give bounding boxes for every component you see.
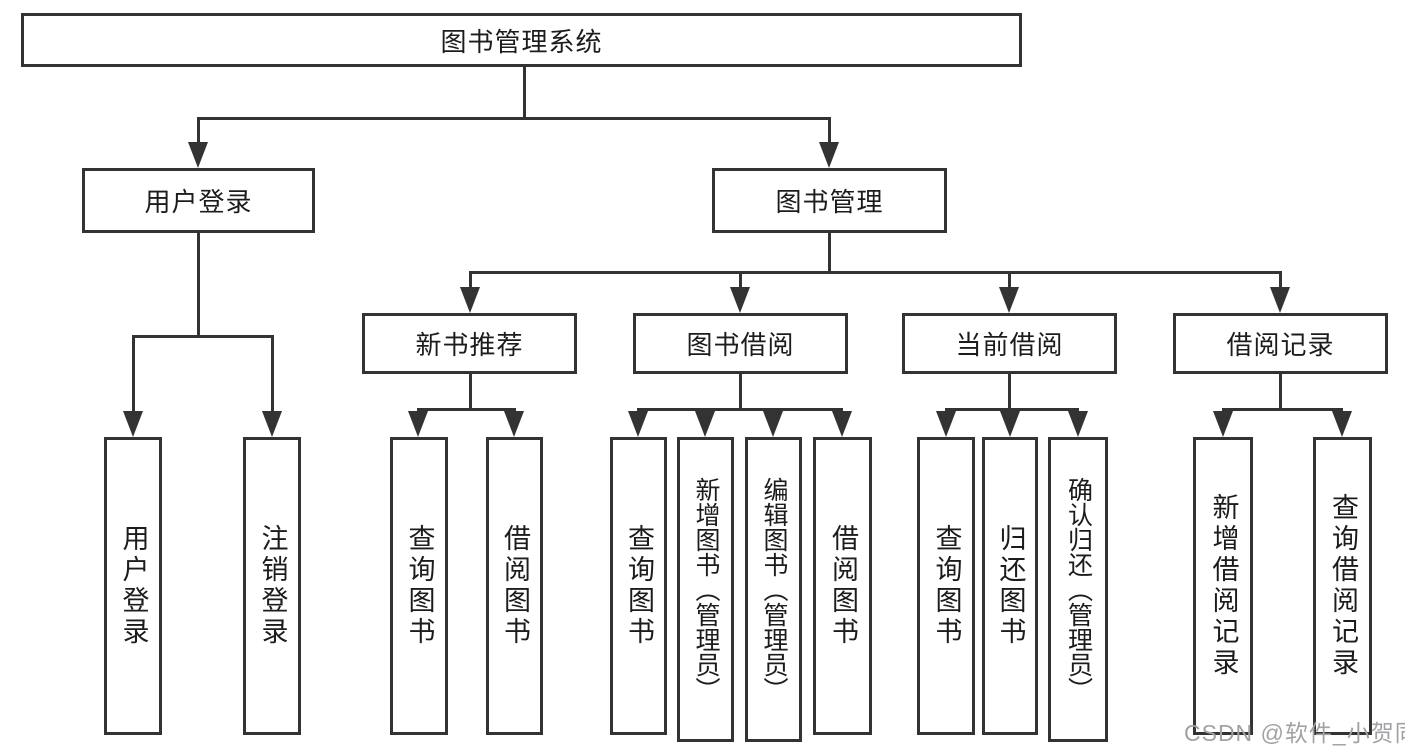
arrow-down-icon bbox=[730, 287, 750, 313]
arrow-down-icon bbox=[1213, 411, 1233, 437]
node-label: 查询图书 bbox=[624, 524, 654, 648]
node-label: 用户登录 bbox=[144, 187, 253, 217]
node-label: 新书推荐 bbox=[415, 330, 524, 360]
connector-line bbox=[1008, 271, 1011, 289]
arrow-down-icon bbox=[628, 411, 648, 437]
arrow-down-icon bbox=[936, 411, 956, 437]
node-label: 编辑图书（管理员） bbox=[760, 477, 788, 702]
arrow-down-icon bbox=[832, 411, 852, 437]
arrow-down-icon bbox=[1068, 411, 1088, 437]
node-label: 查询图书 bbox=[931, 524, 962, 648]
leaf-add-borrow-record: 新增借阅记录 bbox=[1193, 437, 1253, 735]
arrow-down-icon bbox=[460, 287, 480, 313]
leaf-edit-book-admin: 编辑图书（管理员） bbox=[745, 437, 802, 742]
connector-line bbox=[828, 233, 831, 274]
connector-line bbox=[417, 408, 516, 411]
arrow-down-icon bbox=[408, 411, 428, 437]
arrow-down-icon bbox=[1332, 411, 1352, 437]
arrow-down-icon bbox=[262, 411, 282, 437]
node-label: 借阅图书 bbox=[828, 524, 858, 648]
connector-line bbox=[1222, 408, 1343, 411]
arrow-down-icon bbox=[188, 142, 208, 168]
leaf-confirm-return-admin: 确认归还（管理员） bbox=[1048, 437, 1108, 742]
node-borrowing-records: 借阅记录 bbox=[1173, 313, 1388, 374]
arrow-down-icon bbox=[695, 411, 715, 437]
connector-line bbox=[469, 271, 1281, 274]
node-book-management: 图书管理 bbox=[712, 168, 947, 233]
node-label: 图书借阅 bbox=[686, 330, 795, 360]
connector-line bbox=[197, 117, 831, 120]
leaf-query-books-borrowing: 查询图书 bbox=[610, 437, 667, 735]
connector-line bbox=[197, 117, 200, 144]
leaf-query-books-current: 查询图书 bbox=[917, 437, 975, 735]
node-label: 注销登录 bbox=[257, 524, 288, 648]
node-label: 借阅图书 bbox=[500, 524, 530, 648]
connector-line bbox=[739, 271, 742, 289]
connector-line bbox=[271, 335, 274, 413]
connector-line bbox=[637, 408, 843, 411]
leaf-query-books-recommend: 查询图书 bbox=[390, 437, 448, 735]
arrow-down-icon bbox=[999, 287, 1019, 313]
arrow-down-icon bbox=[1000, 411, 1020, 437]
node-label: 图书管理 bbox=[775, 187, 884, 217]
node-library-management-system: 图书管理系统 bbox=[21, 13, 1022, 67]
connector-line bbox=[1279, 271, 1282, 289]
node-label: 确认归还（管理员） bbox=[1064, 477, 1093, 702]
arrow-down-icon bbox=[763, 411, 783, 437]
leaf-borrow-books: 借阅图书 bbox=[813, 437, 872, 735]
arrow-down-icon bbox=[819, 142, 839, 168]
node-label: 查询图书 bbox=[404, 524, 435, 648]
node-label: 查询借阅记录 bbox=[1328, 493, 1358, 679]
node-label: 图书管理系统 bbox=[440, 26, 603, 57]
leaf-user-login: 用户登录 bbox=[104, 437, 162, 735]
connector-line bbox=[739, 374, 742, 411]
arrow-down-icon bbox=[1270, 287, 1290, 313]
connector-line bbox=[132, 335, 274, 338]
node-label: 用户登录 bbox=[118, 524, 149, 648]
leaf-add-book-admin: 新增图书（管理员） bbox=[677, 437, 734, 742]
arrow-down-icon bbox=[504, 411, 524, 437]
connector-line bbox=[469, 374, 472, 411]
leaf-logout: 注销登录 bbox=[243, 437, 301, 735]
leaf-borrow-books-recommend: 借阅图书 bbox=[486, 437, 543, 735]
leaf-return-book: 归还图书 bbox=[982, 437, 1038, 735]
node-user-login: 用户登录 bbox=[82, 168, 315, 233]
node-label: 归还图书 bbox=[995, 524, 1026, 648]
connector-line bbox=[132, 335, 135, 413]
node-label: 新增图书（管理员） bbox=[692, 477, 720, 702]
csdn-watermark: CSDN @软件_小贺同学 bbox=[1184, 720, 1405, 746]
arrow-down-icon bbox=[123, 411, 143, 437]
node-label: 借阅记录 bbox=[1226, 330, 1335, 360]
connector-line bbox=[945, 408, 1079, 411]
connector-line bbox=[1279, 374, 1282, 411]
connector-line bbox=[523, 67, 526, 120]
node-label: 当前借阅 bbox=[955, 330, 1064, 360]
node-label: 新增借阅记录 bbox=[1208, 493, 1239, 679]
connector-line bbox=[469, 271, 472, 289]
connector-line bbox=[1008, 374, 1011, 411]
node-current-borrowing: 当前借阅 bbox=[902, 313, 1117, 374]
connector-line bbox=[828, 117, 831, 144]
node-new-book-recommendation: 新书推荐 bbox=[362, 313, 577, 374]
node-book-borrowing: 图书借阅 bbox=[633, 313, 848, 374]
leaf-query-borrow-record: 查询借阅记录 bbox=[1313, 437, 1372, 735]
connector-line bbox=[197, 233, 200, 338]
